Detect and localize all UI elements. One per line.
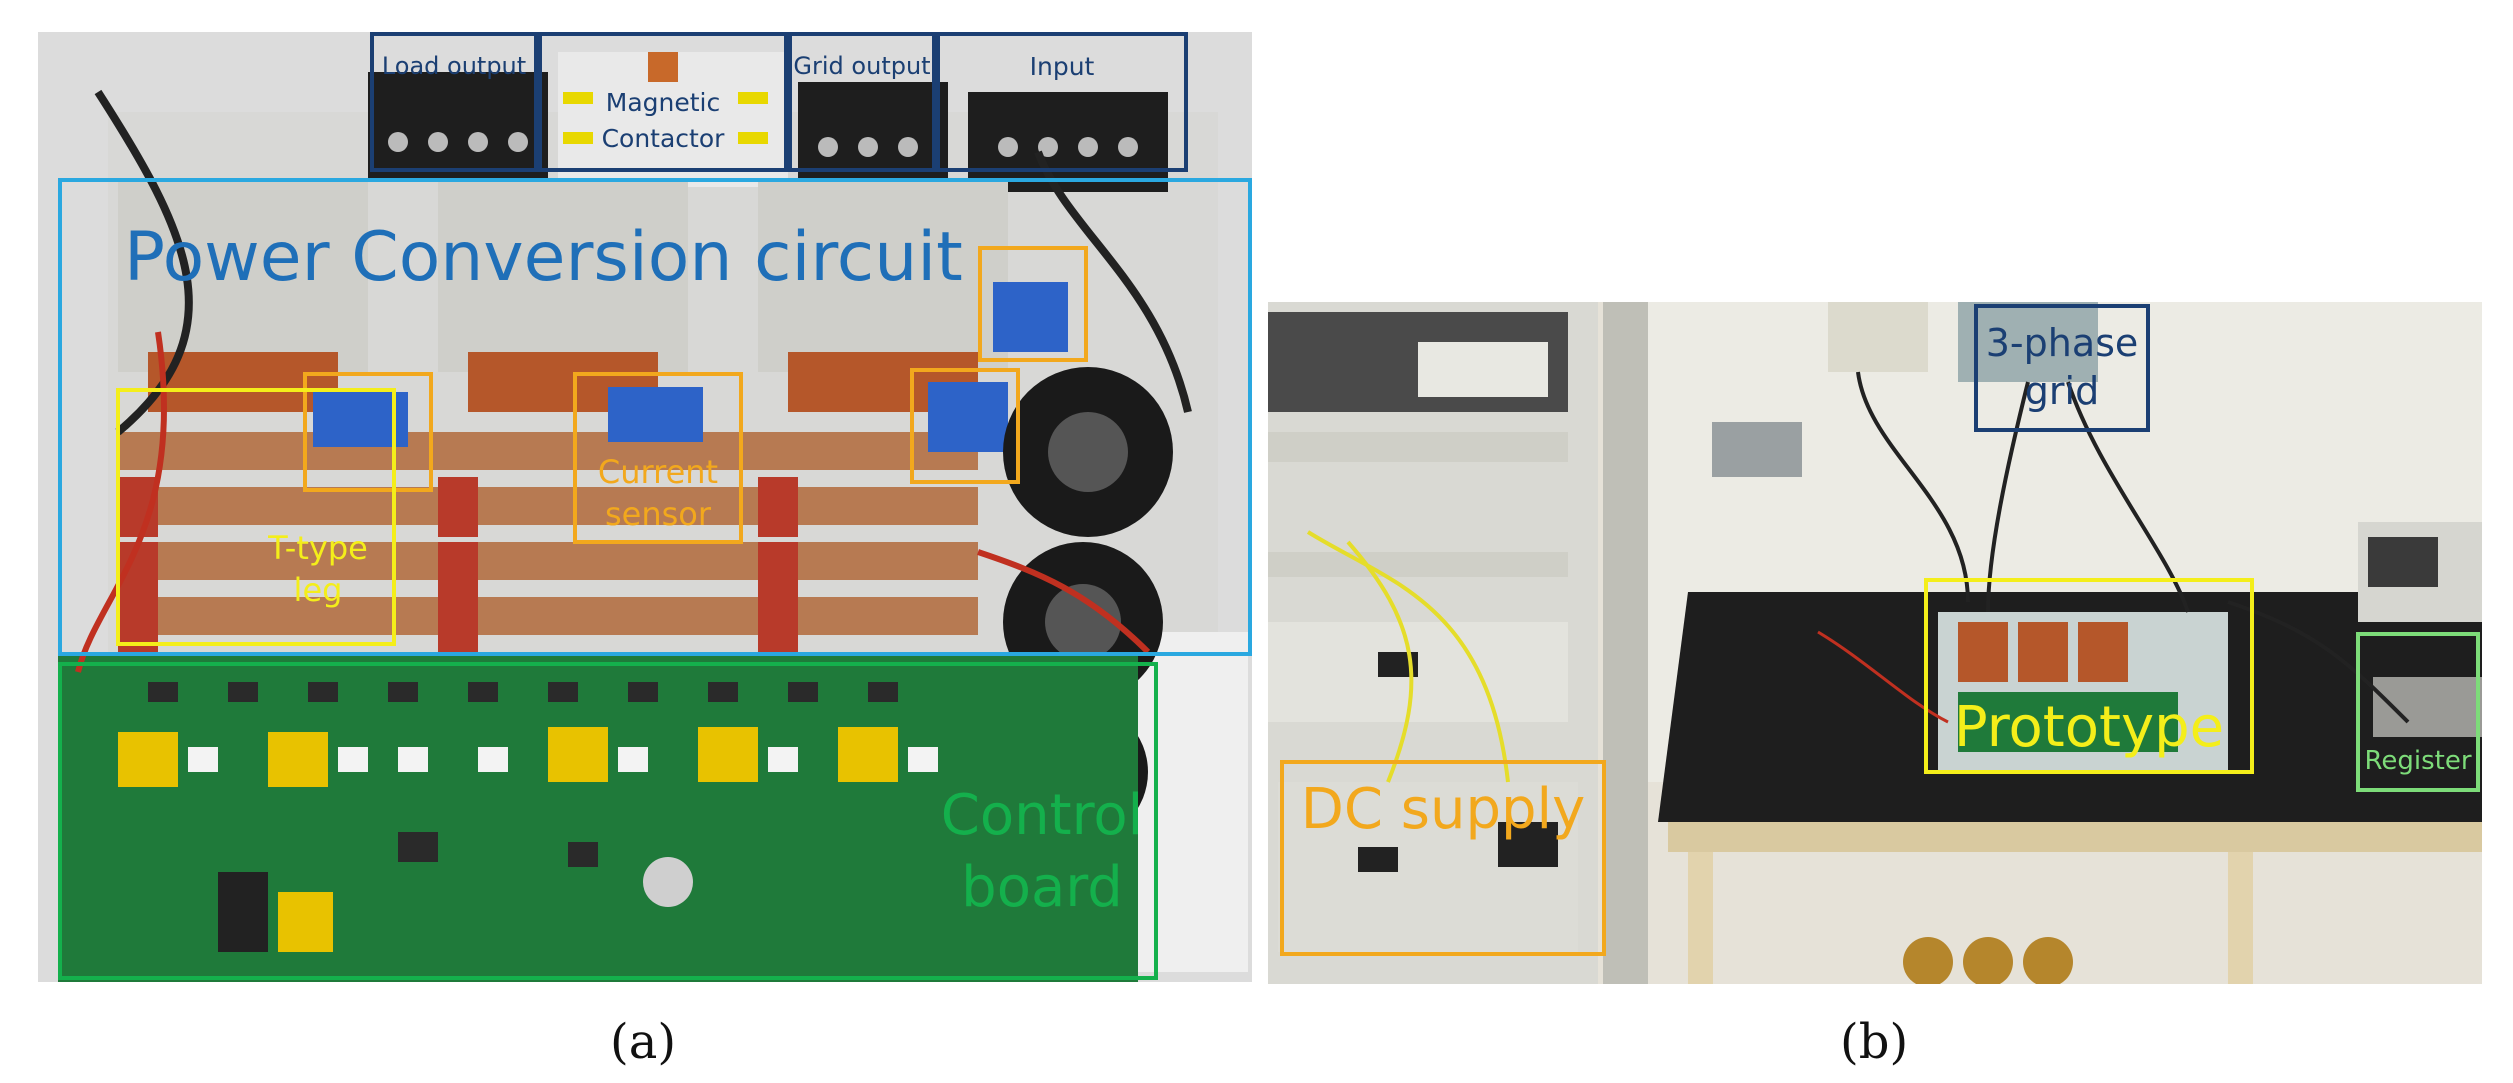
magnetic-contactor-label-line2: Contactor [601, 124, 725, 153]
caption-b: (b) [1840, 1014, 1909, 1070]
load-output-label: Load output [381, 52, 527, 80]
three-phase-grid-label-line2: grid [2024, 369, 2100, 413]
current-sensor-box-4 [978, 246, 1088, 362]
power-conversion-box [58, 178, 1252, 656]
panel-b-photo: 3-phase grid Prototype DC supply Registe… [1268, 302, 2482, 984]
panel-b-illustration [1268, 302, 2482, 984]
three-phase-grid-box [1974, 304, 2150, 432]
current-sensor-label-line1: Current [597, 453, 719, 491]
register-label: Register [2364, 746, 2472, 776]
t-type-leg-label-line2: leg [293, 571, 343, 609]
power-conversion-label: Power Conversion circuit [124, 218, 963, 297]
t-type-leg-label-line1: T-type [268, 529, 368, 567]
t-type-leg-box [116, 388, 396, 646]
grid-output-label: Grid output [793, 52, 931, 80]
prototype-label: Prototype [1953, 695, 2225, 760]
control-board-label-line1: Control [940, 783, 1144, 848]
grid-output-box [788, 32, 936, 172]
control-board-box [58, 662, 1158, 980]
input-box [936, 32, 1188, 172]
input-label: Input [1029, 52, 1095, 81]
current-sensor-box-2 [573, 372, 743, 544]
current-sensor-box-1 [303, 372, 433, 492]
panel-a-photo: Load output Magnetic Contactor Grid outp… [38, 32, 1252, 982]
magnetic-contactor-box [538, 32, 788, 172]
current-sensor-box-3 [910, 368, 1020, 484]
load-output-box [370, 32, 538, 172]
three-phase-grid-label-line1: 3-phase [1985, 321, 2139, 365]
magnetic-contactor-label-line1: Magnetic [605, 88, 721, 117]
dc-supply-box [1280, 760, 1606, 956]
caption-a: (a) [610, 1014, 677, 1070]
register-box [2356, 632, 2480, 792]
prototype-box [1924, 578, 2254, 774]
current-sensor-label-line2: sensor [604, 495, 712, 533]
dc-supply-label: DC supply [1300, 777, 1586, 842]
control-board-label-line2: board [961, 855, 1123, 920]
